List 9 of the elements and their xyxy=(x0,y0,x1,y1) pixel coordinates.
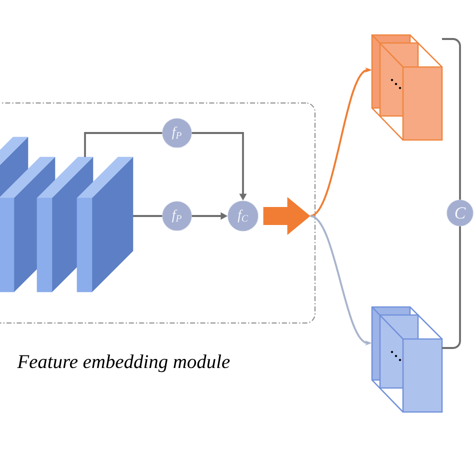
feature-map-stack xyxy=(0,136,134,292)
connector-line xyxy=(133,215,162,217)
connector-line xyxy=(442,38,461,200)
feature-block xyxy=(371,34,443,141)
feature-block xyxy=(371,306,443,413)
connector-line xyxy=(84,132,162,157)
block-arrow xyxy=(263,197,310,235)
module-label: Feature embedding module xyxy=(17,354,230,372)
connector-line xyxy=(442,226,461,349)
